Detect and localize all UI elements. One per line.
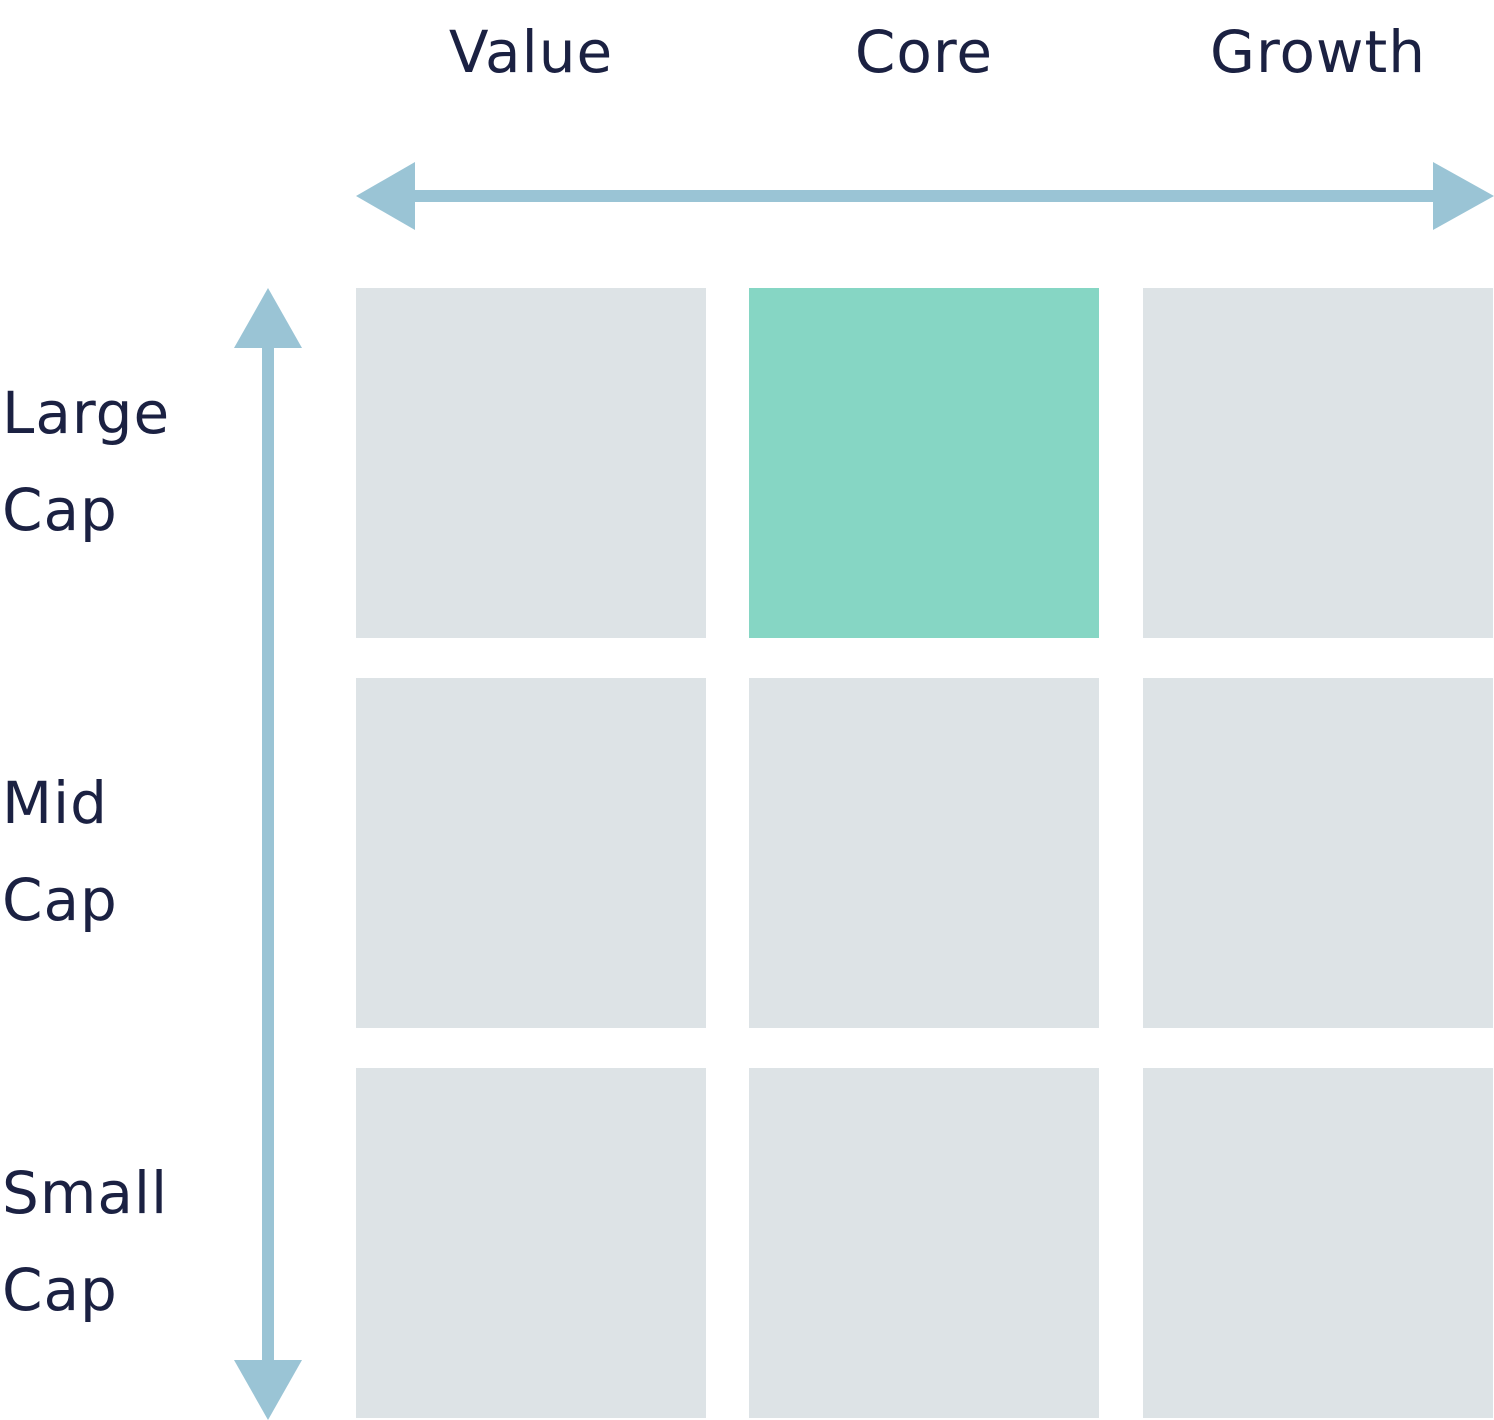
column-label-value: Value xyxy=(448,18,614,86)
column-label-growth: Growth xyxy=(1210,18,1426,86)
row-label-mid-cap: Mid Cap xyxy=(2,755,232,949)
row-label-line2: Cap xyxy=(2,476,118,544)
row-label-line1: Large xyxy=(2,379,171,447)
cell-large-growth xyxy=(1143,288,1493,638)
cell-mid-core xyxy=(749,678,1099,1028)
cell-small-core xyxy=(749,1068,1099,1418)
row-label-line1: Mid xyxy=(2,769,108,837)
horizontal-arrow-shaft xyxy=(410,190,1440,202)
cell-mid-value xyxy=(356,678,706,1028)
row-label-line2: Cap xyxy=(2,1256,118,1324)
cell-small-growth xyxy=(1143,1068,1493,1418)
vertical-arrow-shaft xyxy=(262,342,274,1366)
vertical-arrow-bottom-head xyxy=(234,1360,302,1420)
column-label-core: Core xyxy=(854,18,994,86)
cell-large-core xyxy=(749,288,1099,638)
row-label-line2: Cap xyxy=(2,866,118,934)
row-label-small-cap: Small Cap xyxy=(2,1145,232,1339)
vertical-arrow-top-head xyxy=(234,288,302,348)
row-label-large-cap: Large Cap xyxy=(2,365,232,559)
vertical-arrow xyxy=(234,288,302,1420)
horizontal-arrow-right-head xyxy=(1433,162,1494,230)
horizontal-arrow-left-head xyxy=(356,162,415,230)
row-label-line1: Small xyxy=(2,1159,169,1227)
horizontal-arrow xyxy=(356,162,1494,230)
cell-large-value xyxy=(356,288,706,638)
cell-small-value xyxy=(356,1068,706,1418)
cell-mid-growth xyxy=(1143,678,1493,1028)
